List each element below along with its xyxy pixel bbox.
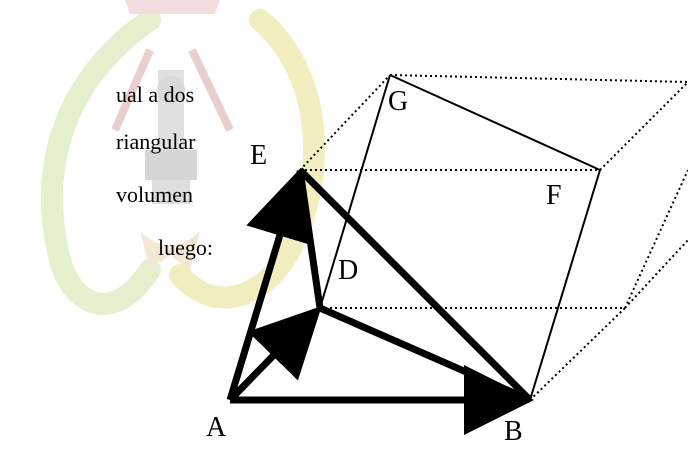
vectors	[226, 168, 534, 435]
label-f: F	[546, 180, 562, 211]
label-e: E	[250, 140, 268, 171]
label-a: A	[206, 412, 227, 443]
thick-edges	[296, 167, 533, 404]
label-d: D	[338, 255, 359, 286]
text-fragment-2: riangular	[116, 129, 196, 154]
crest-watermark-icon	[41, 0, 325, 315]
dotted-edges	[299, 74, 688, 401]
vector-ae	[226, 168, 314, 402]
solid-edges	[319, 74, 601, 401]
label-b: B	[504, 416, 523, 447]
label-g: G	[388, 86, 409, 117]
vector-ad	[227, 305, 322, 403]
text-fragment-4: luego:	[158, 235, 213, 260]
text-fragment-1: ual a dos	[116, 82, 195, 107]
text-fragment-3: volumen	[116, 182, 193, 207]
